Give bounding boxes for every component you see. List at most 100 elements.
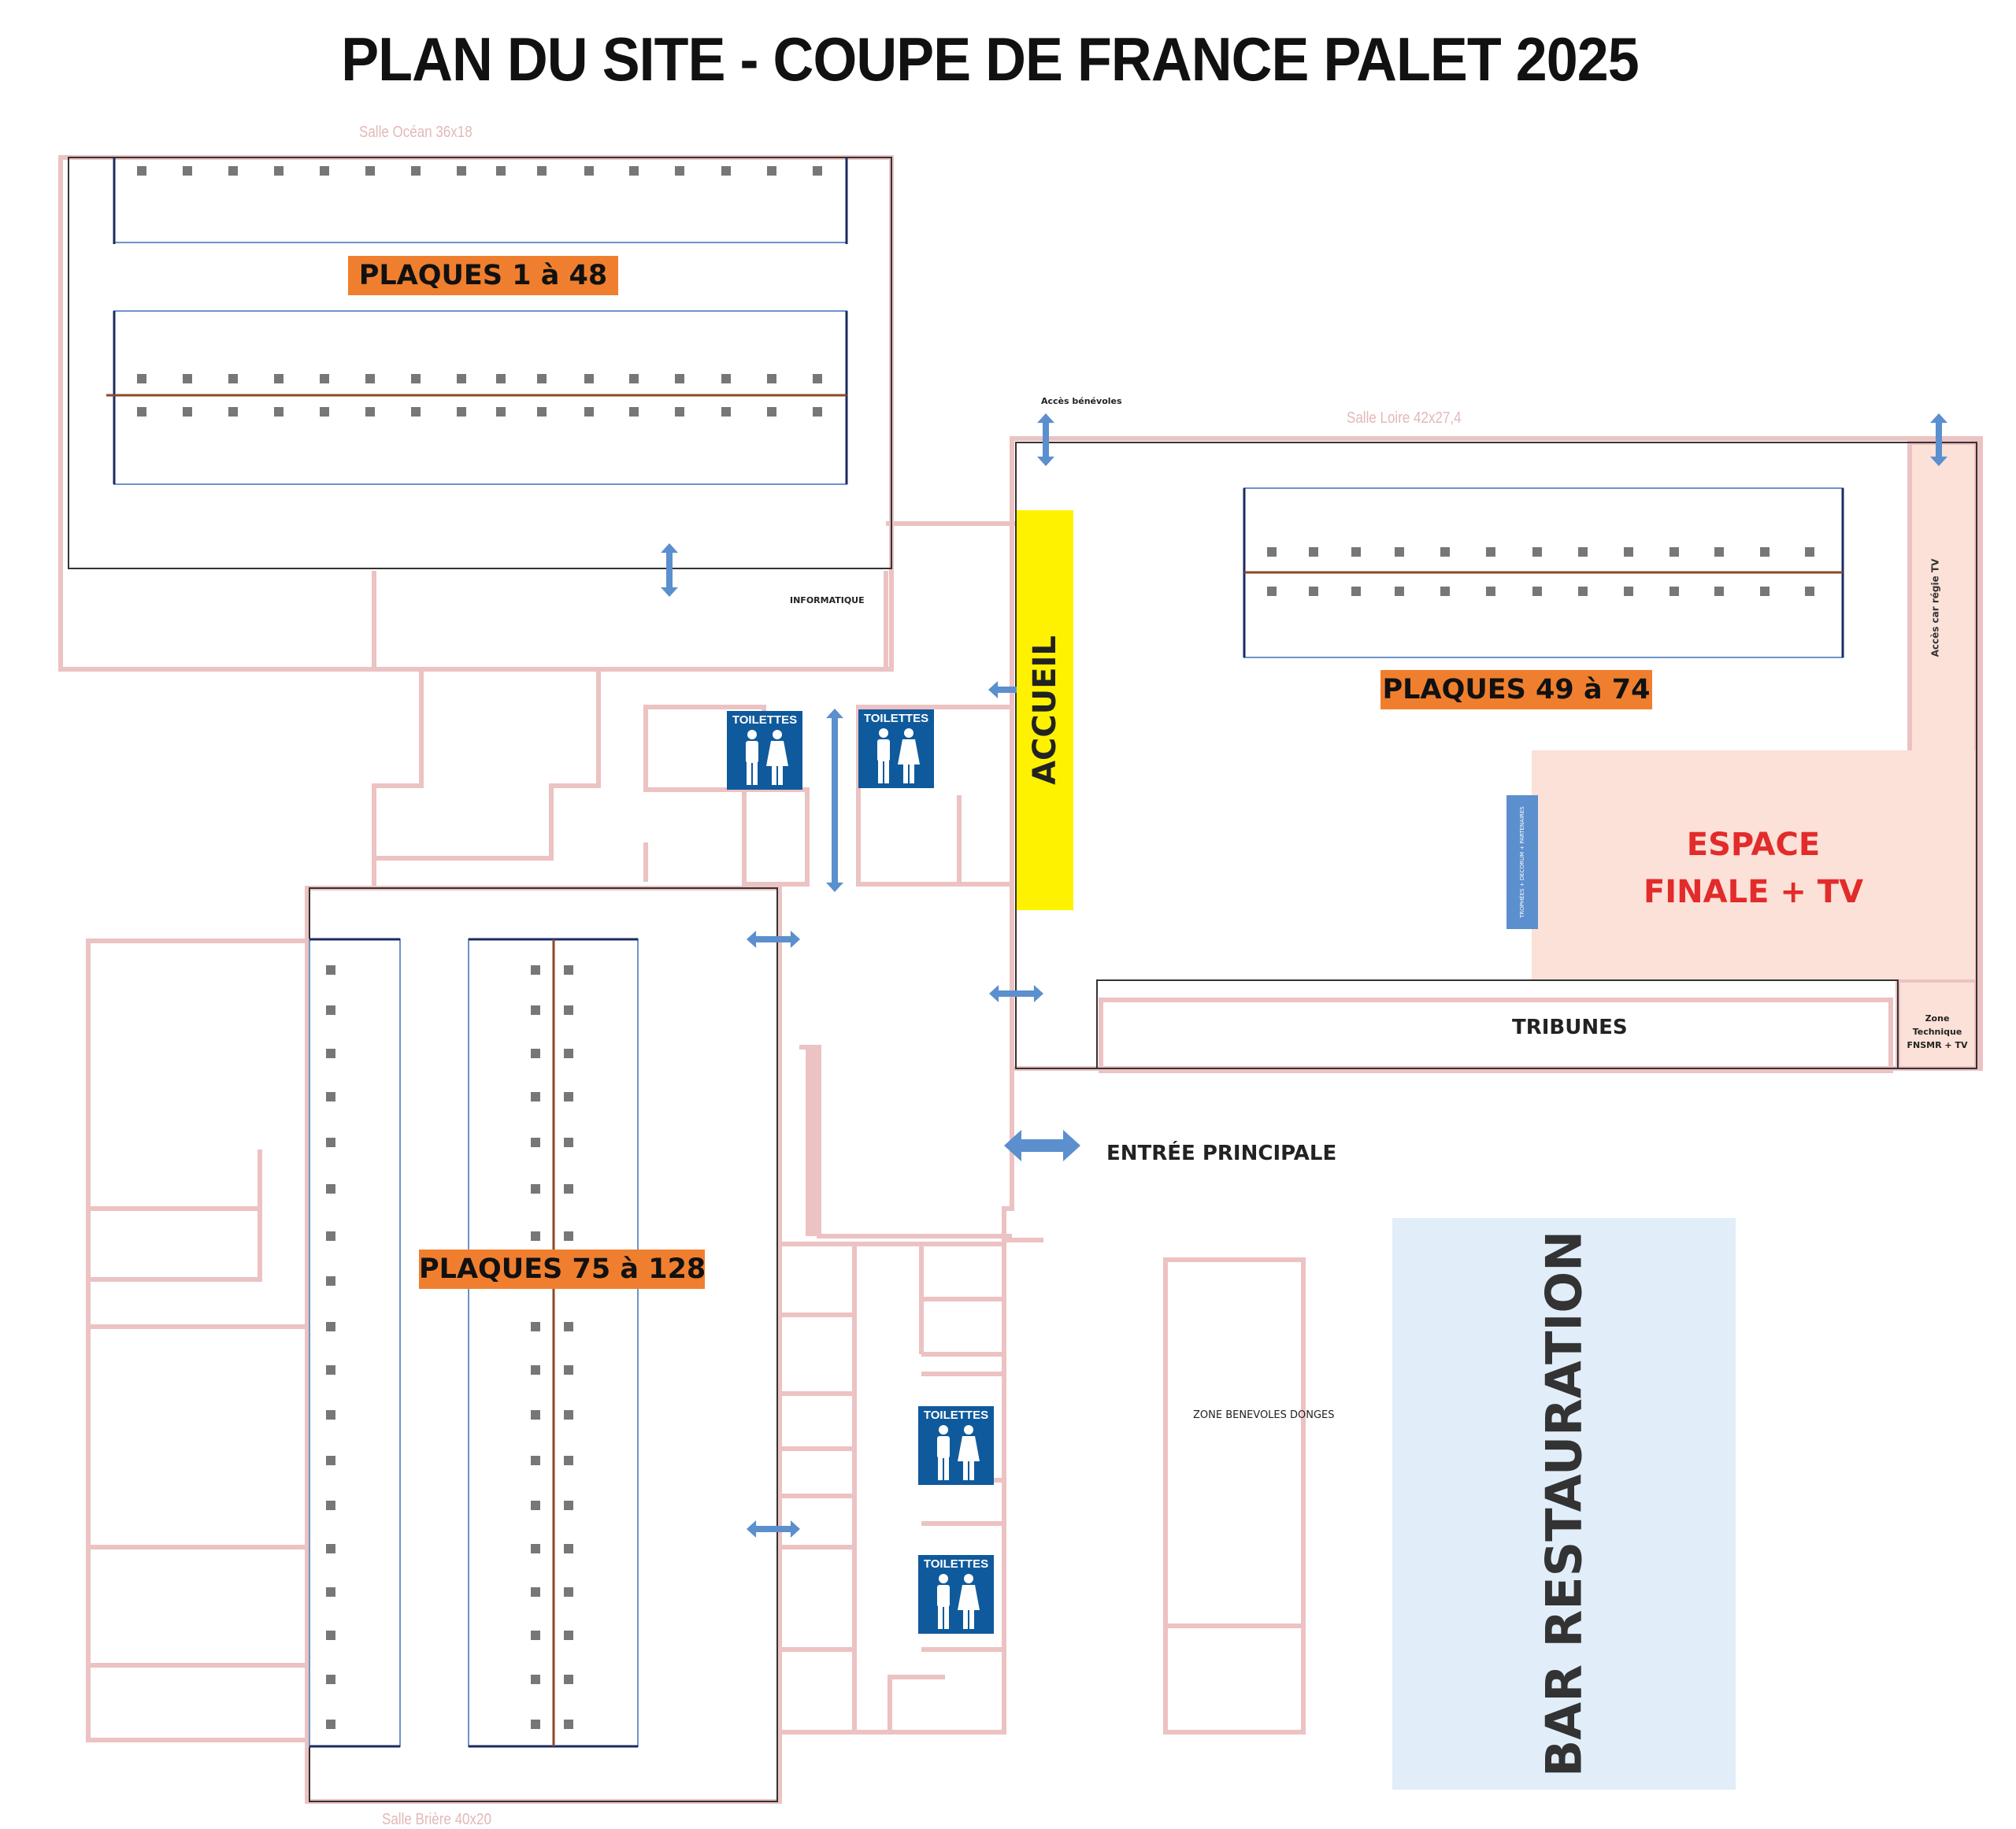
plate-marker — [675, 374, 684, 383]
plate-marker — [1670, 587, 1679, 596]
lanes — [106, 157, 1844, 1748]
plate-marker — [320, 166, 329, 176]
plate-marker — [531, 1544, 540, 1553]
trophees-zone: TROPHÉES + DECORUM + PARTENAIRES — [1506, 795, 1538, 929]
plate-marker — [228, 374, 238, 383]
plate-marker — [629, 407, 639, 417]
plate-marker — [326, 1005, 335, 1015]
plate-marker — [531, 1005, 540, 1015]
plate-marker — [531, 1092, 540, 1101]
plate-marker — [813, 166, 822, 176]
plate-marker — [274, 374, 284, 383]
plate-marker — [531, 1365, 540, 1375]
plate-marker — [721, 374, 731, 383]
plate-marker — [228, 166, 238, 176]
double-arrow-icon — [1037, 413, 1054, 466]
plate-marker — [531, 1410, 540, 1420]
label-plaques-75-128: PLAQUES 75 à 128 — [419, 1250, 706, 1289]
plate-marker — [584, 166, 594, 176]
plate-marker — [564, 1720, 573, 1729]
plate-marker — [137, 166, 146, 176]
label-plaques-49-74: PLAQUES 49 à 74 — [1380, 670, 1652, 709]
plate-marker — [457, 374, 466, 383]
trophees-label: TROPHÉES + DECORUM + PARTENAIRES — [1519, 806, 1525, 918]
plate-marker — [531, 1231, 540, 1241]
plate-marker — [564, 965, 573, 975]
plate-marker — [1578, 587, 1588, 596]
plate-marker — [564, 1005, 573, 1015]
plate-marker — [1267, 547, 1277, 557]
plate-marker — [326, 1410, 335, 1420]
plate-marker — [1440, 547, 1450, 557]
plate-marker — [564, 1501, 573, 1510]
plate-marker — [531, 1322, 540, 1331]
zone-technique-label: Zone Technique FNSMR + TV — [1907, 1013, 1968, 1050]
plate-marker — [1486, 547, 1495, 557]
plate-marker — [1714, 587, 1724, 596]
plate-marker — [320, 407, 329, 417]
toilets-label: TOILETTES — [923, 1409, 989, 1422]
plate-marker — [326, 1501, 335, 1510]
plate-marker — [496, 374, 506, 383]
plate-marker — [365, 166, 375, 176]
plate-marker — [326, 1322, 335, 1331]
plate-marker — [564, 1544, 573, 1553]
bar-restauration-label: BAR RESTAURATION — [1535, 1230, 1593, 1778]
plate-marker — [767, 166, 776, 176]
plate-marker — [365, 374, 375, 383]
building-walls — [58, 155, 1983, 1804]
plate-marker — [629, 374, 639, 383]
plate-marker — [411, 407, 421, 417]
plate-marker — [629, 166, 639, 176]
plate-marker — [326, 1092, 335, 1101]
plate-marker — [564, 1184, 573, 1194]
plate-marker — [1309, 587, 1318, 596]
plate-marker — [326, 1631, 335, 1640]
plate-marker — [1395, 547, 1404, 557]
plate-marker — [531, 1184, 540, 1194]
plate-marker — [1805, 547, 1814, 557]
toilets-4: TOILETTES — [918, 1555, 994, 1634]
plate-marker — [564, 1456, 573, 1465]
plate-marker — [326, 1184, 335, 1194]
plate-marker — [675, 407, 684, 417]
plate-marker — [1760, 587, 1770, 596]
plate-marker — [411, 374, 421, 383]
plate-marker — [564, 1631, 573, 1640]
plate-marker — [496, 166, 506, 176]
plate-marker — [537, 166, 547, 176]
plate-marker — [531, 1049, 540, 1058]
plate-marker — [274, 407, 284, 417]
plate-marker — [584, 407, 594, 417]
toilets-2: TOILETTES — [858, 709, 934, 788]
plate-markers — [137, 166, 1814, 1729]
plate-marker — [1532, 587, 1542, 596]
plate-marker — [531, 1631, 540, 1640]
plate-marker — [537, 374, 547, 383]
plate-marker — [564, 1231, 573, 1241]
plate-marker — [411, 166, 421, 176]
toilet-icon — [877, 728, 920, 783]
plate-marker — [1486, 587, 1495, 596]
plate-marker — [564, 1410, 573, 1420]
plate-marker — [584, 374, 594, 383]
toilet-icon — [937, 1425, 980, 1480]
hall-name-ocean: Salle Océan 36x18 — [359, 124, 472, 141]
plate-marker — [326, 1456, 335, 1465]
acces-benevoles-label: Accès bénévoles — [1041, 396, 1122, 406]
toilet-icon — [746, 730, 788, 785]
plate-marker — [813, 407, 822, 417]
plate-marker — [457, 407, 466, 417]
plate-marker — [1267, 587, 1277, 596]
hall-name-loire: Salle Loire 42x27,4 — [1347, 409, 1462, 427]
plate-marker — [183, 166, 192, 176]
plate-marker — [1714, 547, 1724, 557]
plate-marker — [137, 407, 146, 417]
plate-marker — [1805, 587, 1814, 596]
toilets-3: TOILETTES — [918, 1406, 994, 1485]
plate-marker — [365, 407, 375, 417]
plate-marker — [564, 1138, 573, 1147]
plate-marker — [326, 1231, 335, 1241]
plate-marker — [326, 1276, 335, 1286]
